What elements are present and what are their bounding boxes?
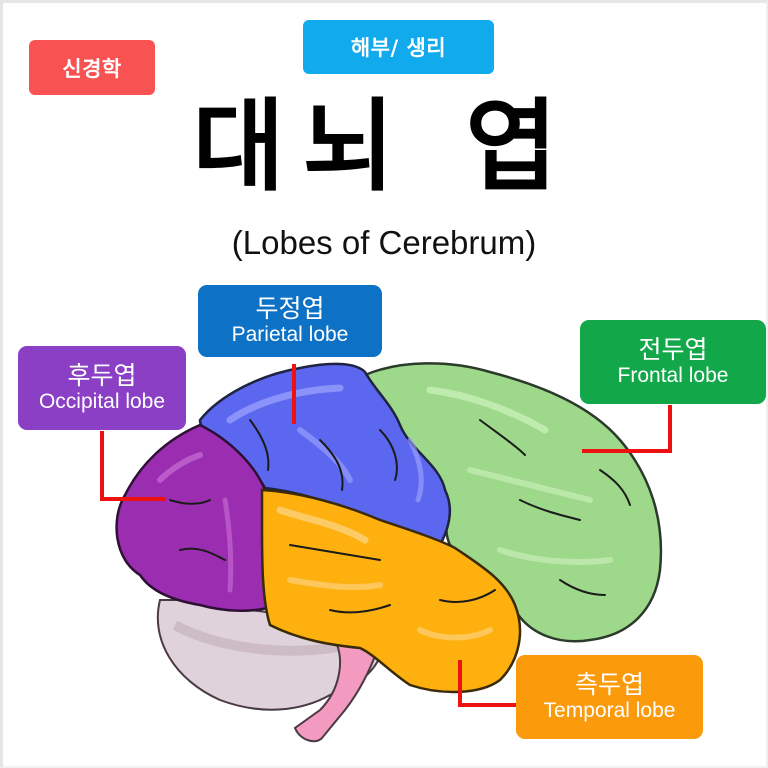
brainstem-region [293, 638, 380, 743]
label-temporal-lobe: 측두엽 Temporal lobe [516, 655, 703, 739]
leader-lines [100, 364, 672, 707]
temporal-lobe-region [260, 488, 522, 694]
temporal-lobe-korean: 측두엽 [574, 670, 644, 699]
category-tag-neurology: 신경학 [29, 40, 155, 95]
parietal-lobe-korean: 두정엽 [255, 294, 325, 323]
category-tag-label: 신경학 [62, 56, 122, 81]
frontal-lobe-korean: 전두엽 [638, 335, 708, 364]
occipital-lobe-english: Occipital lobe [38, 390, 166, 414]
frontal-leader-line [582, 405, 672, 453]
frontal-lobe-english: Frontal lobe [617, 364, 729, 388]
label-frontal-lobe: 전두엽 Frontal lobe [580, 320, 766, 404]
page-title: 대뇌 엽 [192, 88, 576, 205]
temporal-leader-line [458, 660, 516, 707]
subject-tag-label: 해부/ 생리 [350, 36, 447, 60]
parietal-lobe-english: Parietal lobe [231, 323, 349, 347]
subject-tag-anatomy-physiology: 해부/ 생리 [303, 20, 494, 74]
page-subtitle: (Lobes of Cerebrum) [231, 224, 537, 261]
temporal-lobe-english: Temporal lobe [543, 699, 676, 723]
occipital-leader-line [100, 431, 166, 501]
occipital-lobe-korean: 후두엽 [67, 361, 137, 390]
label-parietal-lobe: 두정엽 Parietal lobe [198, 285, 382, 357]
label-occipital-lobe: 후두엽 Occipital lobe [18, 346, 186, 430]
